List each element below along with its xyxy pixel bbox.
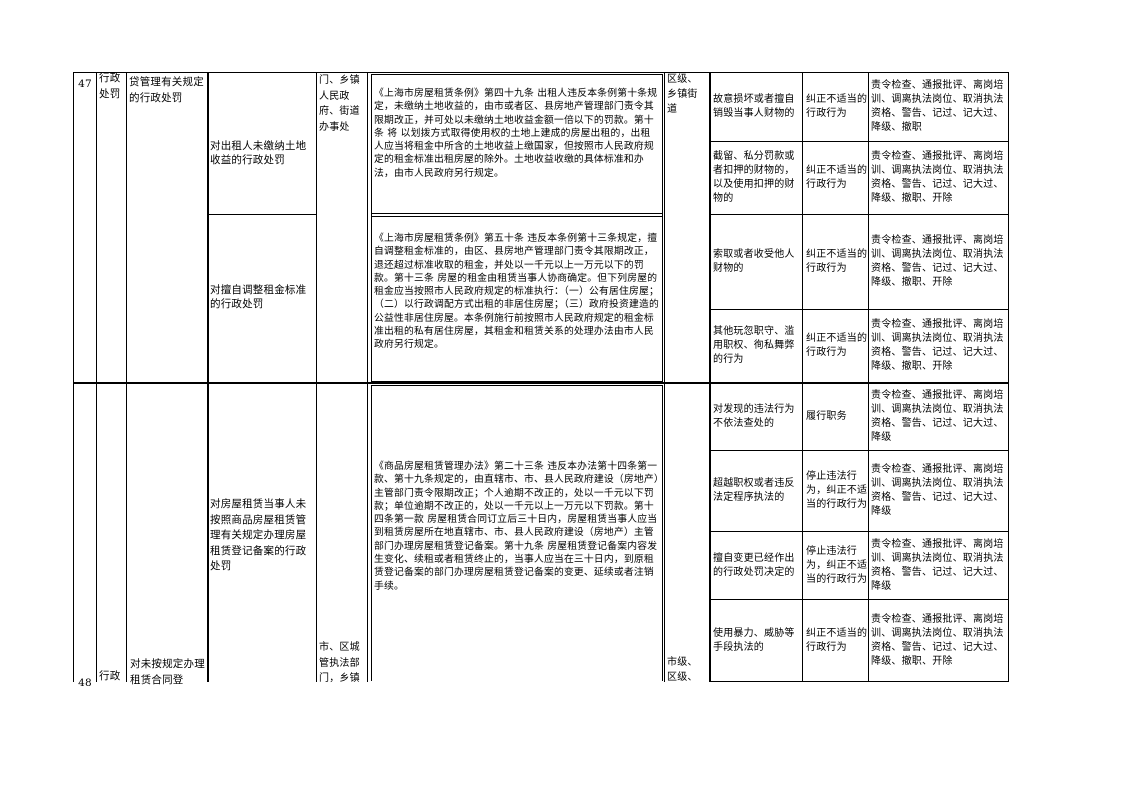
row47-resp3-type: 纠正不适当的行政行为 [806,249,868,274]
row48-basis-box-left [371,385,372,681]
col-line-2 [126,72,127,682]
row47-sub1-basis: 《上海市房屋租赁条例》第四十九条 出租人违反本条例第十条规定，未缴纳土地收益的，… [374,88,658,179]
col-line-4 [316,72,317,682]
row47-basis-box-left [371,74,372,382]
row47-resp4-situation: 其他玩忽职守、滥用职权、徇私舞弊的行为 [713,326,795,365]
row48-resp1-type: 履行职务 [806,411,847,422]
col-line-0 [73,72,74,682]
row47-basis-box-top1 [371,74,663,75]
col-line-9 [868,72,869,682]
row47-sub2-name: 对擅自调整租金标准的行政处罚 [210,215,314,383]
row48-resp3-type: 停止违法行为，纠正不适当的行政行为 [806,545,868,585]
row47-resp3-penalty: 责令检查、通报批评、离岗培训、调离执法岗位、取消执法资格、警告、记过、记大过、降… [871,235,1004,288]
row47-subject: 门、乡镇人民政府、街道办事处 [319,75,360,133]
row47-resp1-penalty: 责令检查、通报批评、离岗培训、调离执法岗位、取消执法资格、警告、记过、记大过、降… [871,80,1004,133]
col-line-8 [802,72,803,682]
row47-resp1-type: 纠正不适当的行政行为 [806,94,868,119]
row48-sub1-basis: 《商品房屋租赁管理办法》第二十三条 违反本办法第十四条第一款、第十九条规定的，由… [374,461,660,592]
row47-number: 47 [78,78,92,90]
row-separator [73,382,1008,384]
row48-number: 48 [78,677,92,689]
row47-sub1-name: 对出租人未缴纳土地收益的行政处罚 [210,73,314,215]
row47-matter: 贷管理有关规定的行政处罚 [129,76,204,104]
col-line-3 [207,72,209,682]
row48-subject: 市、区城管执法部门，乡镇 [319,642,360,684]
row48-resp-divider-3 [710,599,1008,600]
row48-sub1-name: 对房屋租赁当事人未按照商品房屋租赁管理有关规定办理房屋租赁登记备案的行政处罚 [210,498,307,572]
row47-basis-box-bottom1 [371,213,663,214]
row47-resp4-type: 纠正不适当的行政行为 [806,333,868,358]
row48-resp2-situation: 超越职权或者违反法定程序执法的 [713,478,795,503]
row47-resp1-situation: 故意损坏或者擅自销毁当事人财物的 [713,94,795,119]
row48-resp4-type: 纠正不适当的行政行为 [806,627,868,653]
row48-level: 市级、区级、 [667,657,698,683]
row48-resp2-type: 停止违法行为，纠正不适当的行政行为 [806,471,868,510]
row48-resp1-penalty: 责令检查、通报批评、离岗培训、调离执法岗位、取消执法资格、警告、记过、记大过、降… [871,390,1004,443]
row47-basis-box-top2 [371,216,663,217]
col-line-7 [709,72,711,682]
col-line-1 [96,72,97,682]
row48-resp4-penalty: 责令检查、通报批评、离岗培训、调离执法岗位、取消执法资格、警告、记过、记大过、降… [871,613,1004,667]
row48-resp3-situation: 擅自变更已经作出的行政处罚决定的 [713,552,795,578]
row47-resp-divider-2 [710,214,1008,215]
row48-resp2-penalty: 责令检查、通报批评、离岗培训、调离执法岗位、取消执法资格、警告、记过、记大过、降… [871,464,1004,517]
row47-level: 区级、乡镇街道 [667,74,698,115]
row47-resp-divider-1 [710,141,1008,142]
row48-basis-box-top [371,385,663,386]
row47-sub1-name-text: 对出租人未缴纳土地收益的行政处罚 [210,140,307,166]
col-line-5 [367,72,368,682]
row48-basis-box-right [662,385,663,681]
row48-category: 行政 [99,670,121,682]
row47-resp2-type: 纠正不适当的行政行为 [806,165,868,190]
row47-resp4-penalty: 责令检查、通报批评、离岗培训、调离执法岗位、取消执法资格、警告、记过、记大过、降… [871,319,1004,372]
col-line-10 [1008,72,1009,682]
row47-resp3-situation: 索取或者收受他人财物的 [713,249,795,274]
col-line-6 [664,72,665,682]
row48-matter: 对未按规定办理租赁合同登 [130,658,205,686]
row48-resp-divider-2 [710,531,1008,532]
row47-resp2-penalty: 责令检查、通报批评、离岗培训、调离执法岗位、取消执法资格、警告、记过、记大过、降… [871,151,1004,204]
row47-category: 行政处罚 [99,72,121,100]
row47-sub-divider [208,214,316,215]
row47-basis-box-bottom2 [371,381,663,382]
row47-resp-divider-3 [710,309,1008,310]
row47-sub2-name-text: 对擅自调整租金标准的行政处罚 [210,284,307,310]
row48-resp4-situation: 使用暴力、威胁等手段执法的 [713,627,795,653]
table-top-border [73,72,1008,73]
row48-resp-divider-1 [710,450,1008,451]
row47-basis-box-right [662,74,663,382]
row48-resp-divider-4 [710,681,1008,682]
row47-sub2-basis: 《上海市房屋租赁条例》第五十条 违反本条例第十三条规定，擅自调整租金标准的，由区… [374,233,660,351]
row48-resp3-penalty: 责令检查、通报批评、离岗培训、调离执法岗位、取消执法资格、警告、记过、记大过、降… [871,538,1004,592]
row47-resp2-situation: 截留、私分罚款或者扣押的财物的，以及使用扣押的财物的 [713,151,795,204]
row48-resp1-situation: 对发现的违法行为不依法查处的 [713,404,795,429]
